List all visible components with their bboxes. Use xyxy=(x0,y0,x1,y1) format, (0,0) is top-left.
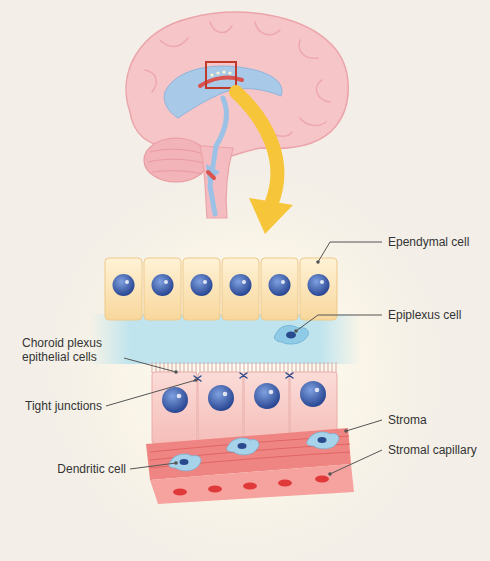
ependymal-layer xyxy=(105,258,337,320)
brain xyxy=(126,12,348,218)
zoom-arrow xyxy=(236,92,293,234)
part-label: Dendritic cell xyxy=(57,462,126,476)
part-label: Tight junctions xyxy=(25,399,102,413)
leader-lines xyxy=(106,242,382,474)
leader-dots xyxy=(174,260,348,476)
part-label: Stroma xyxy=(388,413,427,427)
part-label: Choroid plexus epithelial cells xyxy=(22,336,124,364)
microvilli xyxy=(152,362,336,373)
epiplexus-cell xyxy=(274,326,308,345)
csf-band xyxy=(90,314,360,364)
part-label: Ependymal cell xyxy=(388,235,469,249)
zoom-box xyxy=(206,62,236,88)
part-label: Epiplexus cell xyxy=(388,308,461,322)
dendritic-cells xyxy=(169,432,339,471)
part-label: Stromal capillary xyxy=(388,443,477,457)
tight-junctions xyxy=(194,373,293,381)
